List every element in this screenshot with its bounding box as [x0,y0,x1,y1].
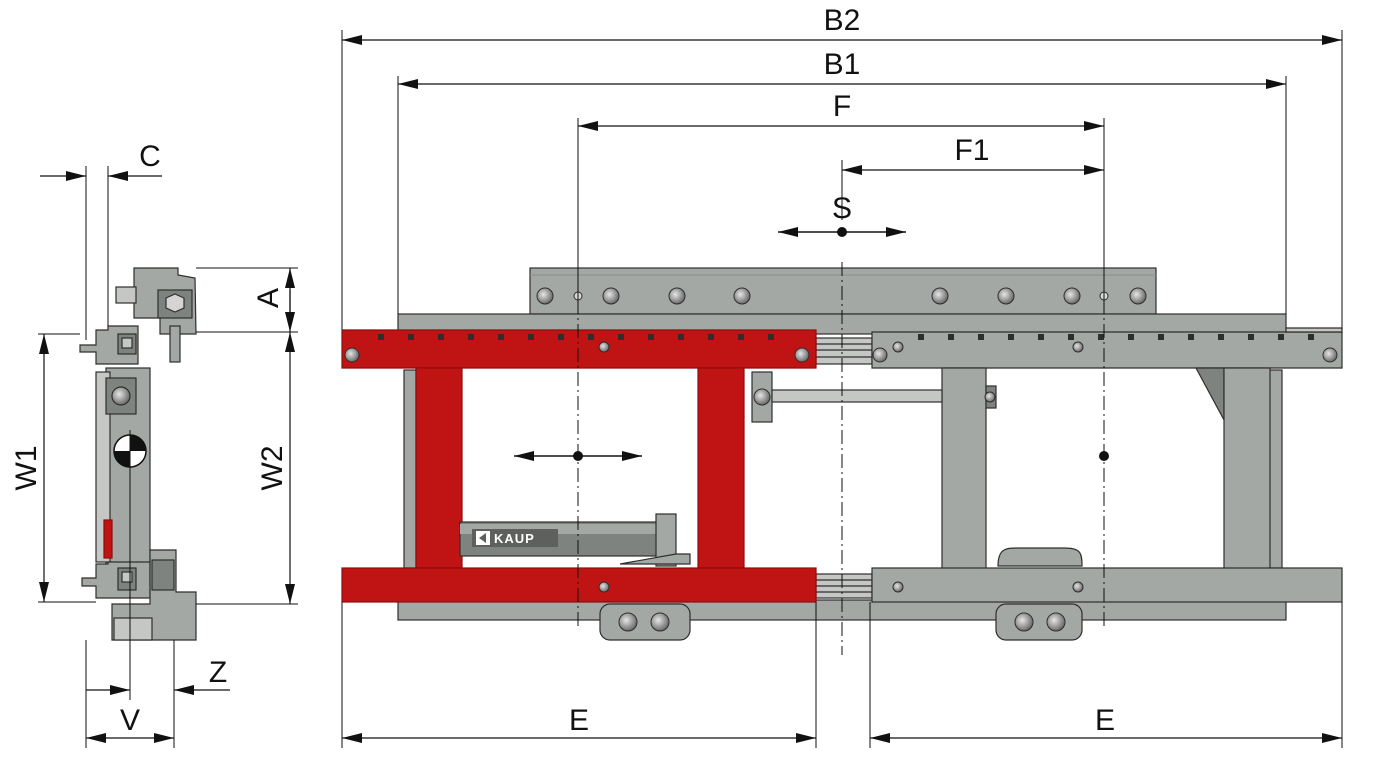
dim-label-w2: W2 [256,446,289,491]
right-upper-beam [871,331,1343,369]
extension-lines [38,30,1343,748]
right-fork-center-dot [1099,451,1109,461]
top-hook-bar [529,267,1157,315]
left-inner-post [697,367,745,569]
dim-label-e-right: E [1095,704,1115,737]
rail-notches [378,334,1314,340]
kaup-logo-text: KAUP [494,531,535,546]
center-lines [577,262,1105,655]
front-view [341,267,1343,641]
kaup-logo: KAUP [472,529,558,547]
dim-label-b2: B2 [824,4,861,37]
left-lower-beam [341,567,817,603]
right-lower-beam [871,567,1343,603]
right-inner-post [941,367,987,571]
dim-label-f1: F1 [954,134,989,167]
dim-label-b1: B1 [824,48,861,81]
bolts [344,287,1338,632]
dim-label-v: V [120,704,140,737]
dim-label-z: Z [209,656,227,689]
sideshift-center-dot [837,227,847,237]
center-of-gravity-symbol [113,434,147,468]
dim-label-s: S [832,192,852,225]
dim-label-a: A [252,288,285,308]
left-outer-post [415,367,463,569]
side-view [79,267,197,641]
left-upper-beam [341,329,817,369]
dim-label-e-left: E [569,704,589,737]
dim-label-c: C [139,140,161,173]
left-fork-center-dot [573,451,583,461]
right-outer-post [1223,367,1271,571]
dimension-lines [39,35,1342,743]
dim-label-f: F [833,90,851,123]
dim-label-w1: W1 [10,446,43,491]
